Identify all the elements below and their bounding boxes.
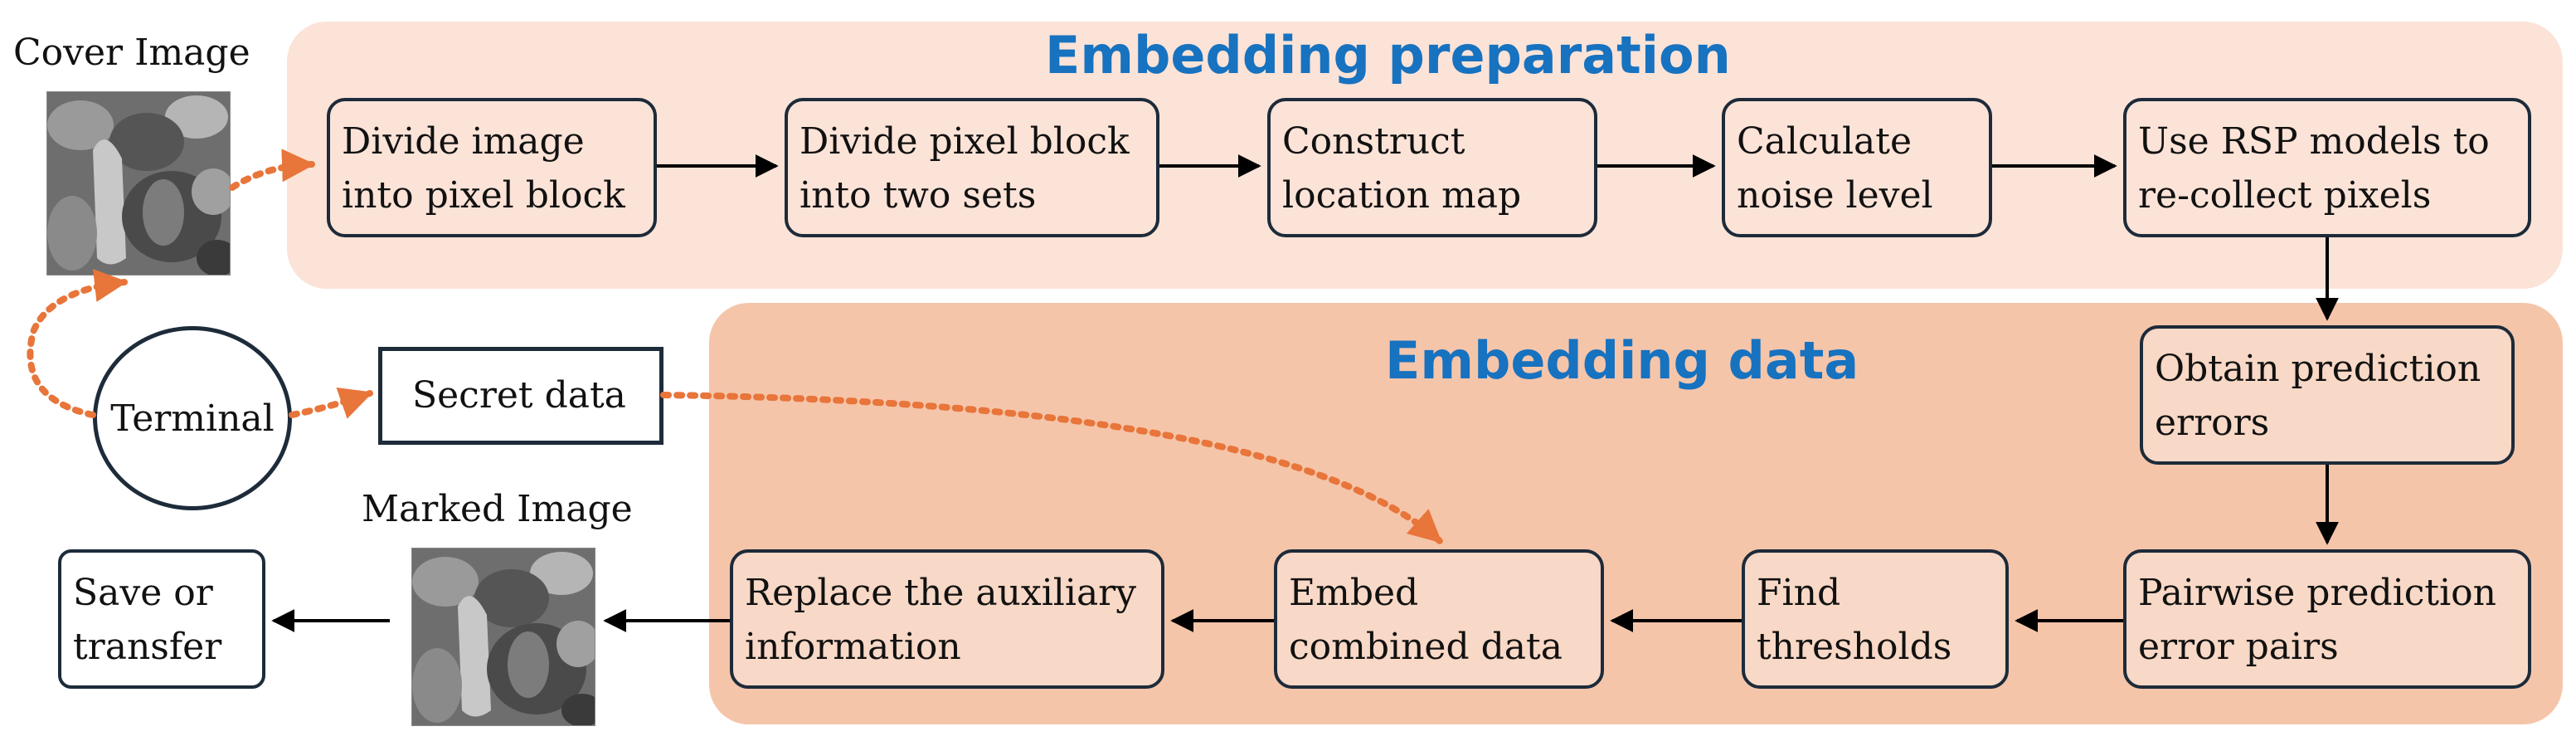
embedding-data-title: Embedding data <box>1385 330 1859 391</box>
dotted-secret-to-embed <box>660 392 1443 544</box>
prediction-errors-node: Obtain prediction errors <box>2140 325 2515 465</box>
peppers-image-icon <box>412 549 595 725</box>
embedding-preparation-title: Embedding preparation <box>1045 25 1731 85</box>
marked-image <box>411 548 595 726</box>
save-transfer-node: Save or transfer <box>58 549 265 689</box>
thresholds-node: Find thresholds <box>1742 549 2009 689</box>
noise-level-node: Calculate noise level <box>1722 98 1992 237</box>
cover-image <box>46 91 231 275</box>
marked-image-caption: Marked Image <box>362 488 633 530</box>
dotted-terminal-to-cover <box>27 269 128 418</box>
construct-map-node: Construct location map <box>1267 98 1597 237</box>
secret-data-node: Secret data <box>378 347 663 445</box>
dotted-terminal-to-secret <box>289 387 373 419</box>
rsp-models-node: Use RSP models to re-collect pixels <box>2123 98 2531 237</box>
divide-image-node: Divide image into pixel block <box>327 98 657 237</box>
cover-image-caption: Cover Image <box>13 32 250 74</box>
pairwise-node: Pairwise prediction error pairs <box>2123 549 2531 689</box>
terminal-node: Terminal <box>93 326 292 510</box>
divide-block-node: Divide pixel block into two sets <box>785 98 1159 237</box>
embed-combined-node: Embed combined data <box>1274 549 1604 689</box>
dotted-cover-to-divide <box>229 149 315 191</box>
replace-aux-node: Replace the auxiliary information <box>730 549 1164 689</box>
peppers-image-icon <box>47 92 230 275</box>
